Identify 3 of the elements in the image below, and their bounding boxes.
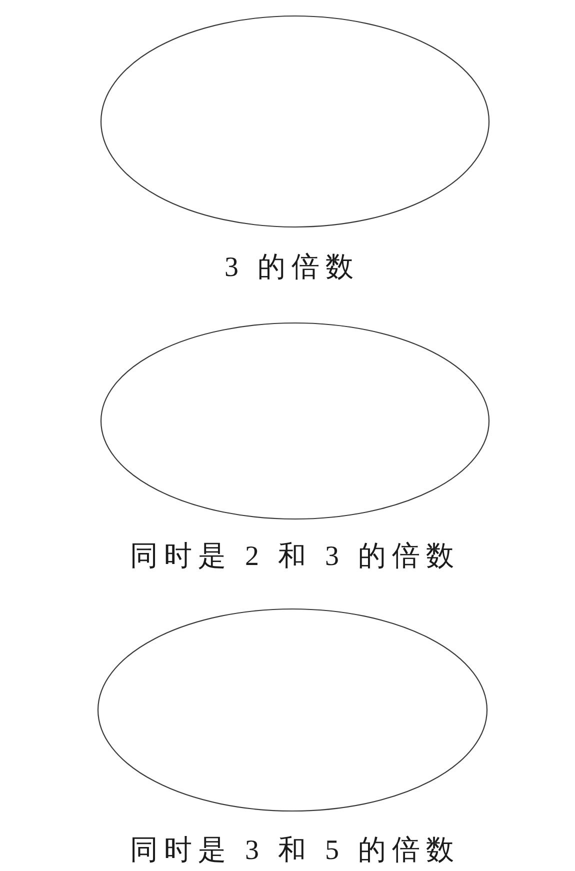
set-label: 3 的倍数 — [224, 252, 360, 284]
set-label: 同时是 2 和 3 的倍数 — [130, 541, 460, 573]
set-label: 同时是 3 和 5 的倍数 — [130, 835, 460, 867]
